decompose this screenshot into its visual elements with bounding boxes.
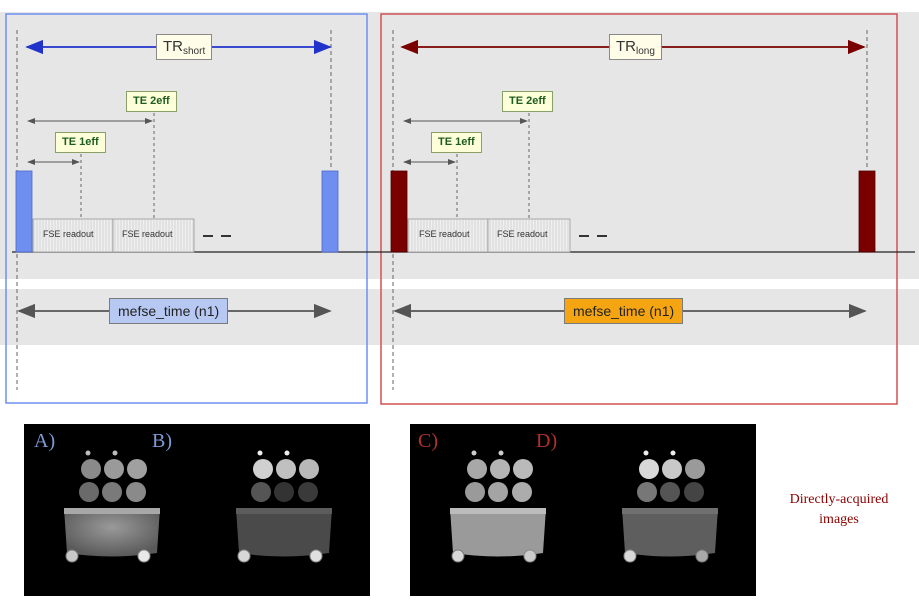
left-readout-block-2 — [112, 218, 195, 253]
left-readout-block-1 — [32, 218, 114, 253]
left-rf-pulse-1 — [15, 170, 33, 253]
phantom-image-c — [450, 450, 546, 563]
left-tr-label-subscript: short — [183, 46, 206, 57]
right-tr-label-text: TR — [616, 38, 636, 55]
right-tr-label: TRlong — [609, 34, 662, 60]
image-label-d: D) — [536, 430, 558, 452]
right-tr-label-subscript: long — [636, 46, 655, 57]
left-mefse-label: mefse_time (n1) — [109, 298, 229, 324]
right-rf-pulse-2 — [858, 170, 876, 253]
images-caption: Directly-acquired images — [774, 490, 904, 530]
left-te2-label: TE 2eff — [126, 91, 177, 112]
right-te1-label: TE 1eff — [431, 132, 482, 153]
phantom-image-a — [64, 450, 160, 563]
left-rf-pulse-2 — [321, 170, 339, 253]
left-readout-label-2: FSE readout — [122, 229, 173, 239]
left-tr-label: TRshort — [156, 34, 213, 60]
right-readout-block-2 — [487, 218, 571, 253]
image-label-a: A) — [34, 430, 56, 452]
right-panel-frame — [380, 13, 898, 405]
right-readout-label-2: FSE readout — [497, 229, 548, 239]
right-te2-label: TE 2eff — [502, 91, 553, 112]
images-caption-line-1: Directly-acquired — [789, 492, 889, 507]
image-label-b: B) — [152, 430, 172, 452]
image-label-c: C) — [418, 430, 438, 452]
left-te1-label: TE 1eff — [55, 132, 106, 153]
images-caption-line-2: images — [819, 512, 859, 527]
right-readout-label-1: FSE readout — [419, 229, 470, 239]
right-rf-pulse-1 — [390, 170, 408, 253]
left-tr-label-text: TR — [163, 38, 183, 55]
left-panel-frame — [5, 13, 368, 404]
phantom-image-d — [622, 450, 718, 563]
right-mefse-label: mefse_time (n1) — [564, 298, 684, 324]
left-readout-label-1: FSE readout — [43, 229, 94, 239]
right-readout-block-1 — [407, 218, 489, 253]
phantom-image-b — [236, 450, 332, 563]
